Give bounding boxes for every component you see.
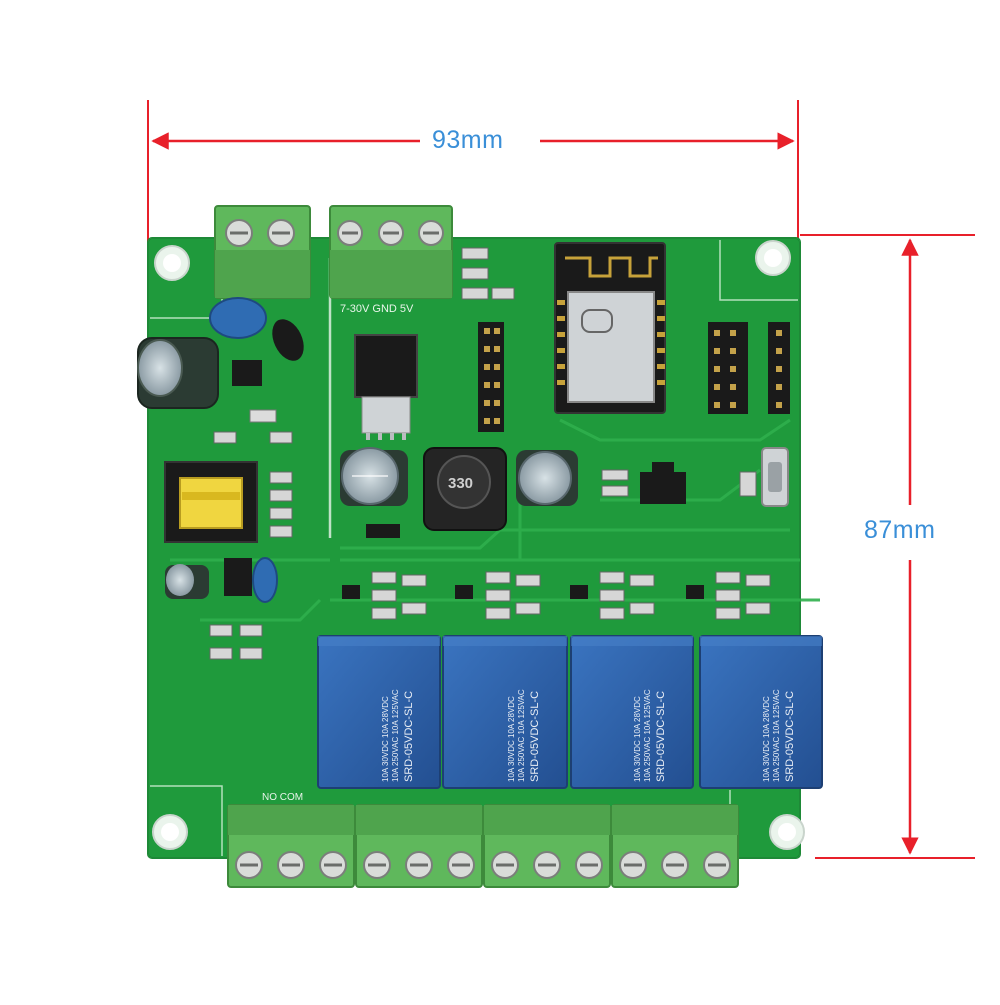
gpio-header-left bbox=[478, 322, 504, 432]
output-terminal-1 bbox=[227, 804, 355, 888]
width-dimension-label: 93mm bbox=[432, 126, 504, 154]
power-input-silkscreen: 7-30V GND 5V bbox=[340, 303, 414, 315]
regulator-section: 330 bbox=[340, 334, 578, 538]
relay-2-rating-b: 10A 30VDC 10A 28VDC bbox=[507, 696, 516, 782]
ldo-and-button bbox=[601, 447, 789, 507]
mounting-holes bbox=[152, 240, 805, 850]
relay-3: SRD-05VDC-SL-C 10A 250VAC 10A 125VAC 10A… bbox=[570, 635, 694, 789]
relay-driver-circuits bbox=[342, 571, 771, 620]
ac-input-terminal bbox=[214, 205, 311, 299]
relay-1: SRD-05VDC-SL-C 10A 250VAC 10A 125VAC 10A… bbox=[317, 635, 441, 789]
output-terminals bbox=[227, 804, 739, 888]
output-terminal-silkscreen: NO COM bbox=[262, 792, 303, 803]
dimension-lines bbox=[147, 100, 975, 859]
output-terminal-4 bbox=[611, 804, 739, 888]
relay-2-model: SRD-05VDC-SL-C bbox=[529, 691, 541, 782]
ac-dc-converter-section bbox=[137, 297, 304, 660]
relay-1-model: SRD-05VDC-SL-C bbox=[403, 691, 415, 782]
gpio-header-right bbox=[708, 322, 790, 414]
relays: SRD-05VDC-SL-C 10A 250VAC 10A 125VAC 10A… bbox=[317, 635, 823, 789]
relay-3-rating-a: 10A 250VAC 10A 125VAC bbox=[643, 689, 652, 782]
relay-1-rating-b: 10A 30VDC 10A 28VDC bbox=[381, 696, 390, 782]
output-terminal-3 bbox=[483, 804, 611, 888]
relay-1-rating-a: 10A 250VAC 10A 125VAC bbox=[391, 689, 400, 782]
relay-4-rating-a: 10A 250VAC 10A 125VAC bbox=[772, 689, 781, 782]
esp8266-module-icon bbox=[554, 242, 666, 414]
relay-4: SRD-05VDC-SL-C 10A 250VAC 10A 125VAC 10A… bbox=[699, 635, 823, 789]
relay-3-model: SRD-05VDC-SL-C bbox=[655, 691, 667, 782]
dc-power-terminal bbox=[329, 205, 453, 299]
relay-3-rating-b: 10A 30VDC 10A 28VDC bbox=[633, 696, 642, 782]
output-terminal-2 bbox=[355, 804, 483, 888]
relay-2: SRD-05VDC-SL-C 10A 250VAC 10A 125VAC 10A… bbox=[442, 635, 568, 789]
relay-4-model: SRD-05VDC-SL-C bbox=[784, 691, 796, 782]
relay-4-rating-b: 10A 30VDC 10A 28VDC bbox=[762, 696, 771, 782]
height-dimension-label: 87mm bbox=[864, 516, 936, 544]
inductor-marking: 330 bbox=[448, 475, 473, 492]
relay-2-rating-a: 10A 250VAC 10A 125VAC bbox=[517, 689, 526, 782]
status-leds bbox=[461, 247, 515, 300]
